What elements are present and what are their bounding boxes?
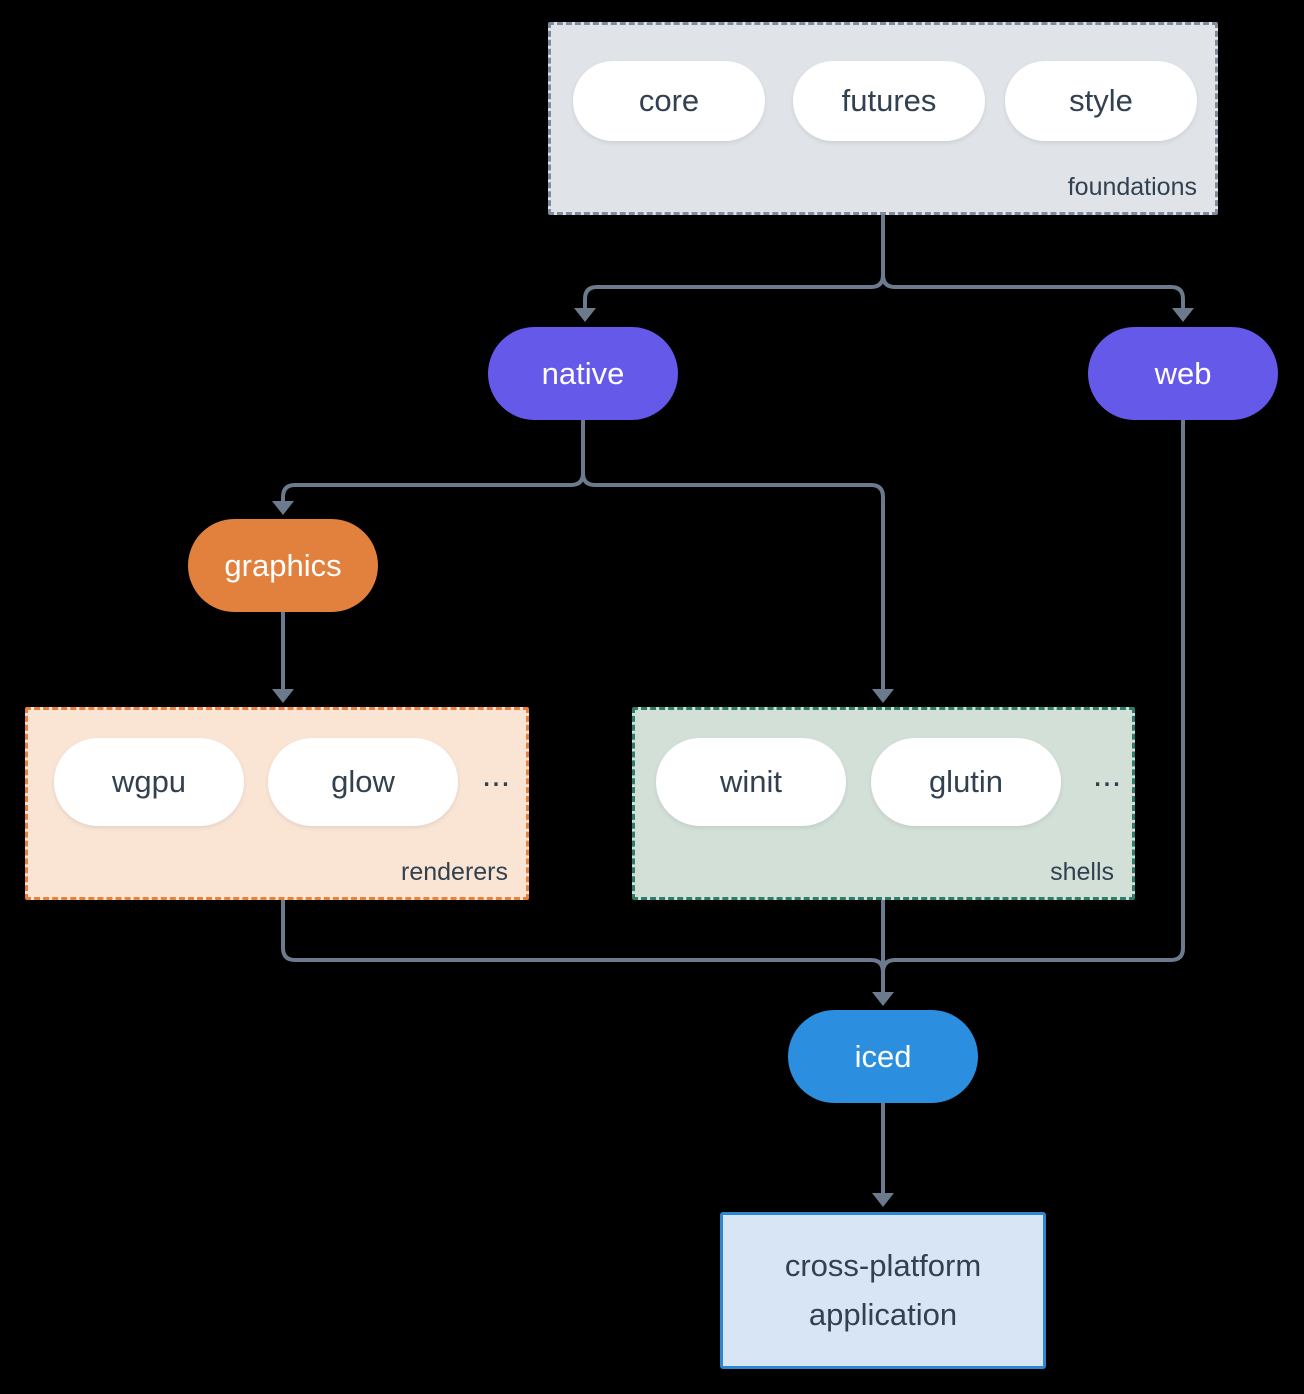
node-graphics: graphics <box>188 519 378 612</box>
node-iced-label: iced <box>854 1038 912 1074</box>
group-shells-label: shells <box>1050 858 1114 886</box>
pill-wgpu: wgpu <box>54 738 244 826</box>
connector-graphics-renderers <box>272 612 294 703</box>
group-renderers: wgpu glow ... renderers <box>25 707 529 900</box>
node-iced: iced <box>788 1010 978 1103</box>
pill-futures: futures <box>793 61 985 141</box>
group-renderers-label: renderers <box>401 858 508 886</box>
pill-core-label: core <box>638 83 700 118</box>
pill-style-label: style <box>1069 83 1133 118</box>
group-foundations-label: foundations <box>1067 173 1197 201</box>
arrowhead-renderers <box>272 689 294 703</box>
node-cross-platform-application: cross-platform application <box>720 1212 1046 1369</box>
pill-core: core <box>573 61 765 141</box>
arrowhead-graphics <box>272 501 294 515</box>
group-shells: winit glutin ... shells <box>632 707 1135 900</box>
node-native-label: native <box>541 355 625 391</box>
arrowhead-application <box>872 1193 894 1207</box>
connector-native-shells <box>581 420 894 703</box>
connector-native-graphics <box>272 420 585 515</box>
shells-ellipsis: ... <box>1092 756 1122 794</box>
pill-glutin-label: glutin <box>928 764 1004 799</box>
connector-foundations-web <box>881 215 1194 322</box>
pill-glutin: glutin <box>871 738 1061 826</box>
connector-web-iced <box>881 420 1185 992</box>
pill-winit: winit <box>656 738 846 826</box>
pill-winit-label: winit <box>719 764 782 799</box>
pill-futures-label: futures <box>841 83 937 118</box>
renderers-ellipsis: ... <box>481 756 511 794</box>
pill-wgpu-label: wgpu <box>111 764 187 799</box>
node-web: web <box>1088 327 1278 420</box>
pill-style: style <box>1005 61 1197 141</box>
arrowhead-web <box>1172 308 1194 322</box>
arrowhead-native <box>574 308 596 322</box>
group-foundations: core futures style foundations <box>548 22 1218 215</box>
connector-renderers-iced <box>281 900 885 992</box>
node-graphics-label: graphics <box>224 547 342 583</box>
application-label-line2: application <box>808 1296 958 1332</box>
arrowhead-shells <box>872 689 894 703</box>
pill-glow: glow <box>268 738 458 826</box>
connector-foundations-native <box>574 215 885 322</box>
application-label-line1: cross-platform <box>784 1248 982 1284</box>
pill-glow-label: glow <box>331 764 395 799</box>
node-native: native <box>488 327 678 420</box>
node-web-label: web <box>1154 355 1212 391</box>
connector-iced-application <box>872 1103 894 1207</box>
arrowhead-iced-merge <box>872 992 894 1006</box>
